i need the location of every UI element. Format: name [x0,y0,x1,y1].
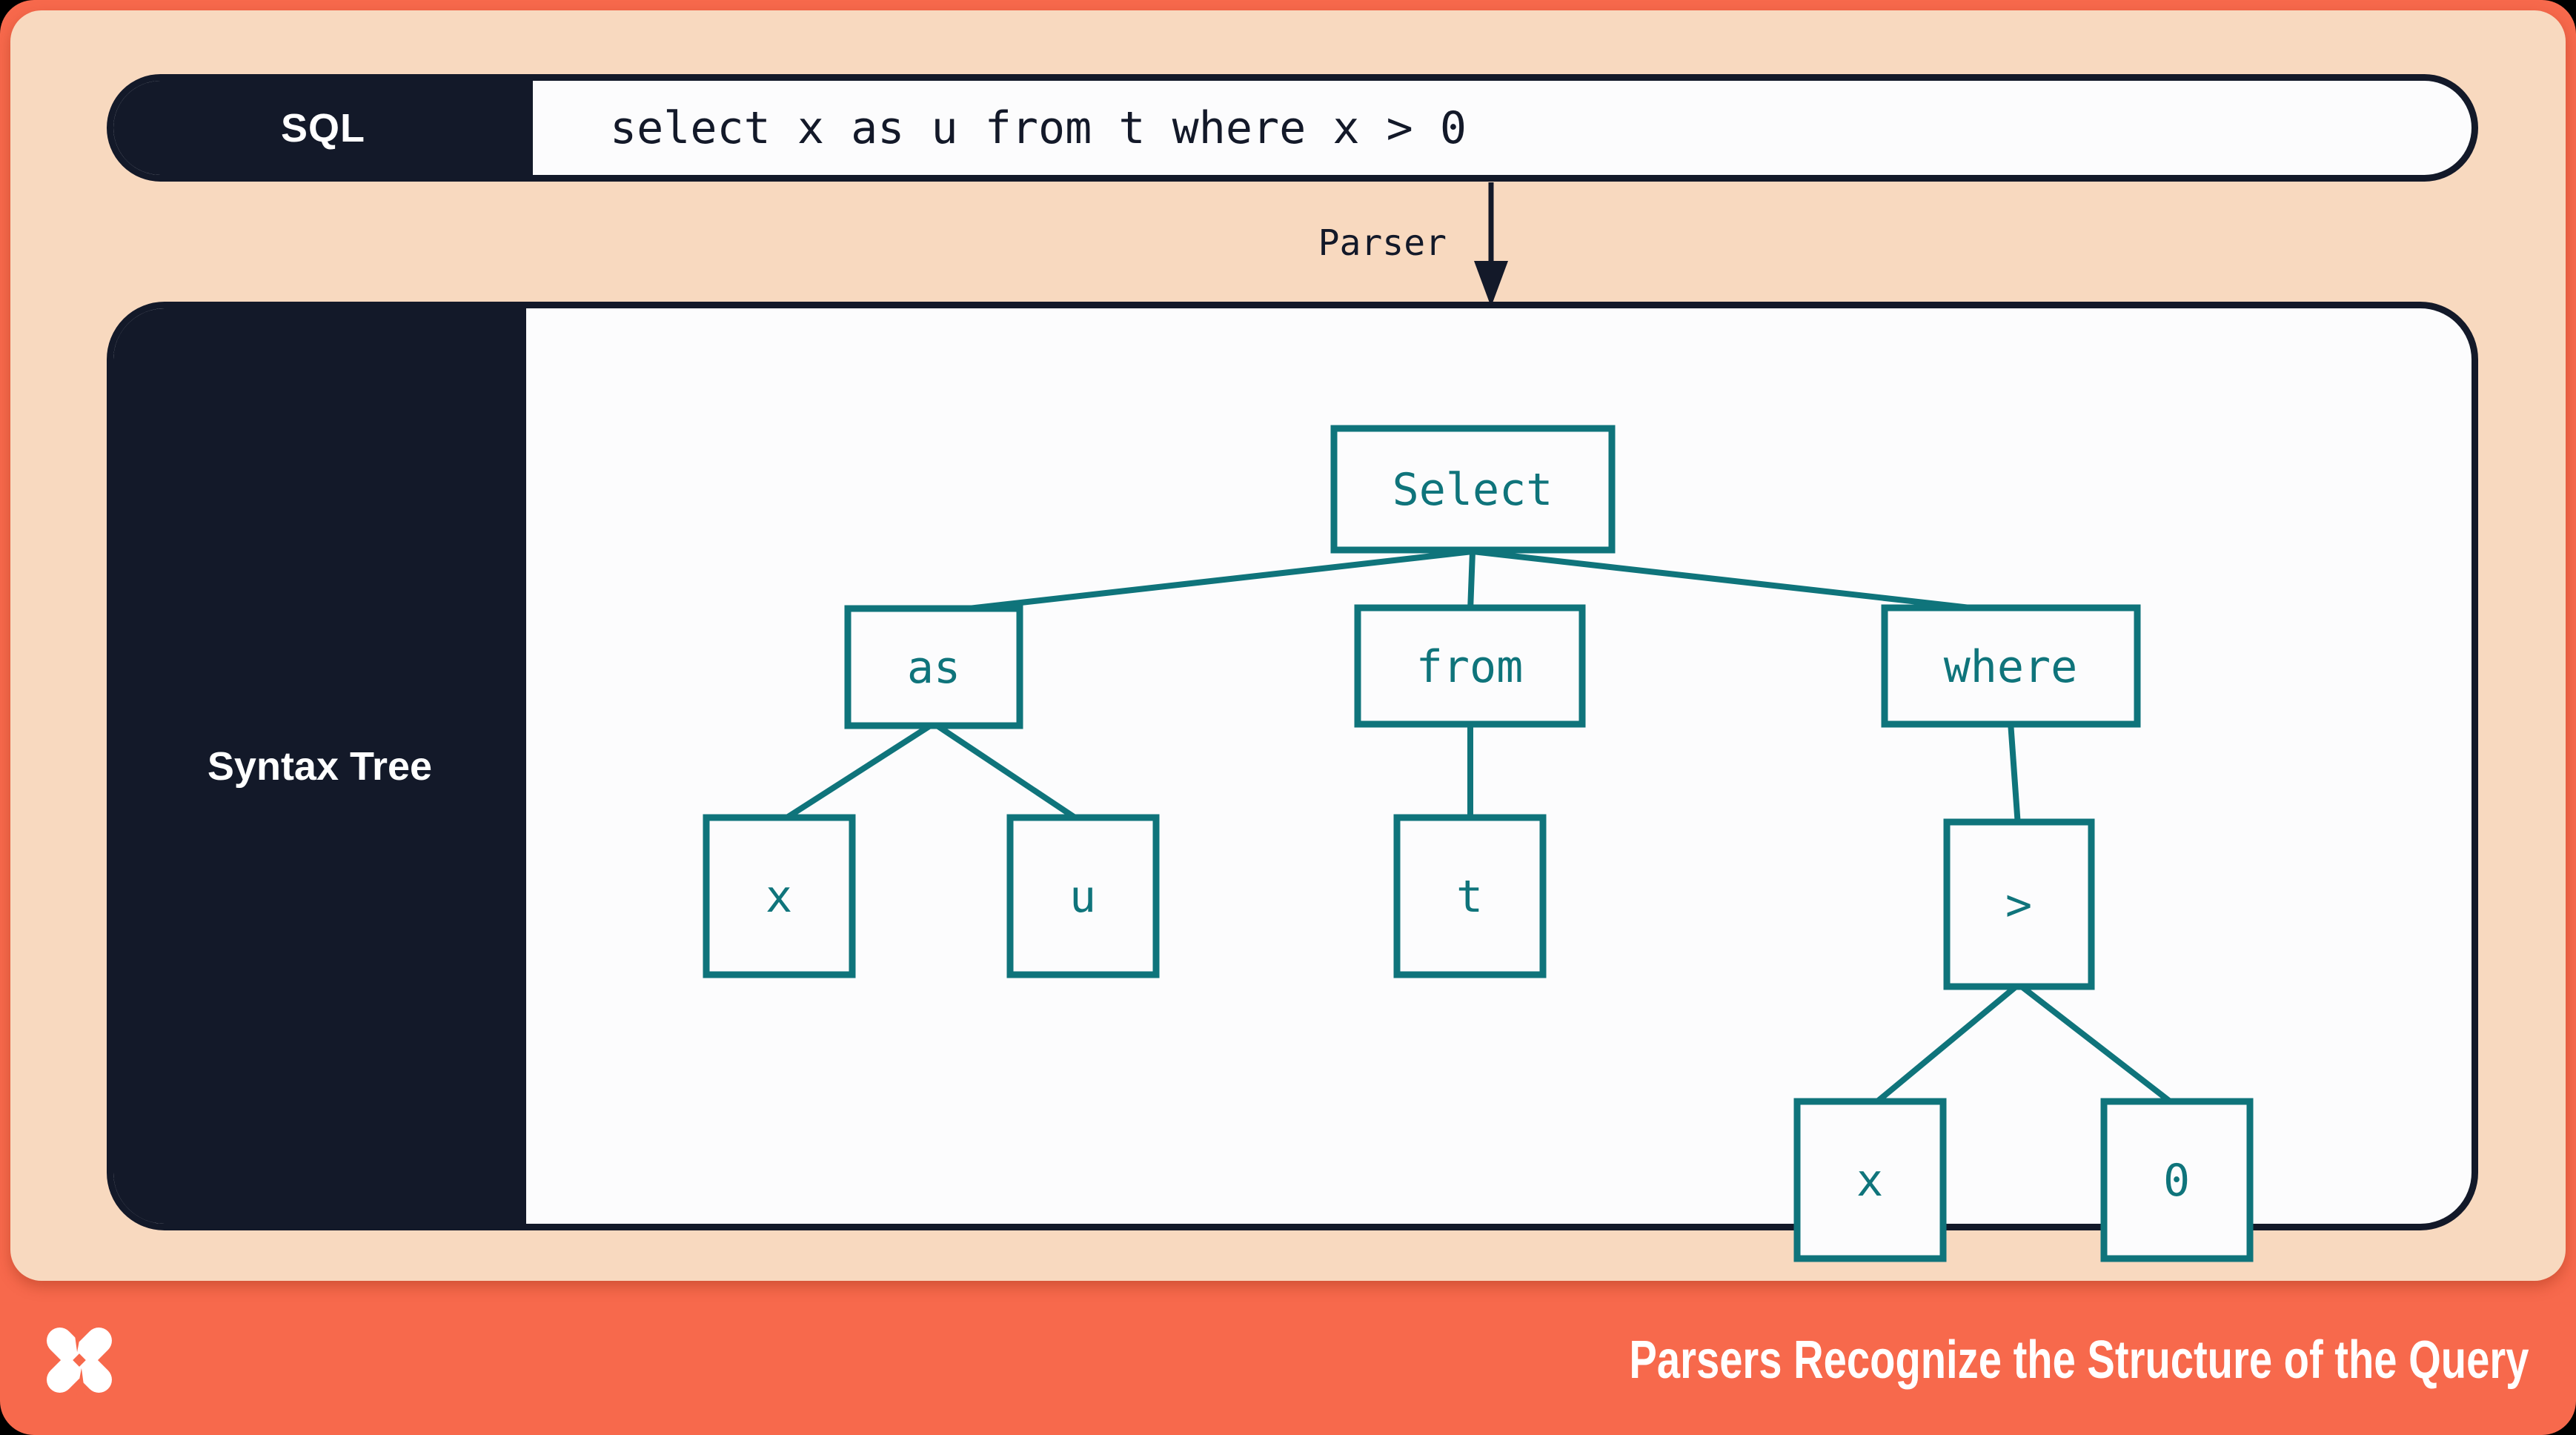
syntax-tree-card: Syntax Tree [107,302,2478,1230]
footer-caption: Parsers Recognize the Structure of the Q… [1628,1330,2529,1390]
syntax-tree-label: Syntax Tree [207,743,433,789]
x-star-logo-icon [47,1325,112,1396]
parser-label: Parser [1318,222,1447,264]
sql-label: SQL [280,105,365,150]
syntax-tree-panel: Syntax Tree [113,308,526,1224]
sql-bar: SQL select x as u from t where x > 0 [107,74,2478,182]
sql-query-text: select x as u from t where x > 0 [610,102,1467,154]
sql-label-segment: SQL [113,81,533,175]
